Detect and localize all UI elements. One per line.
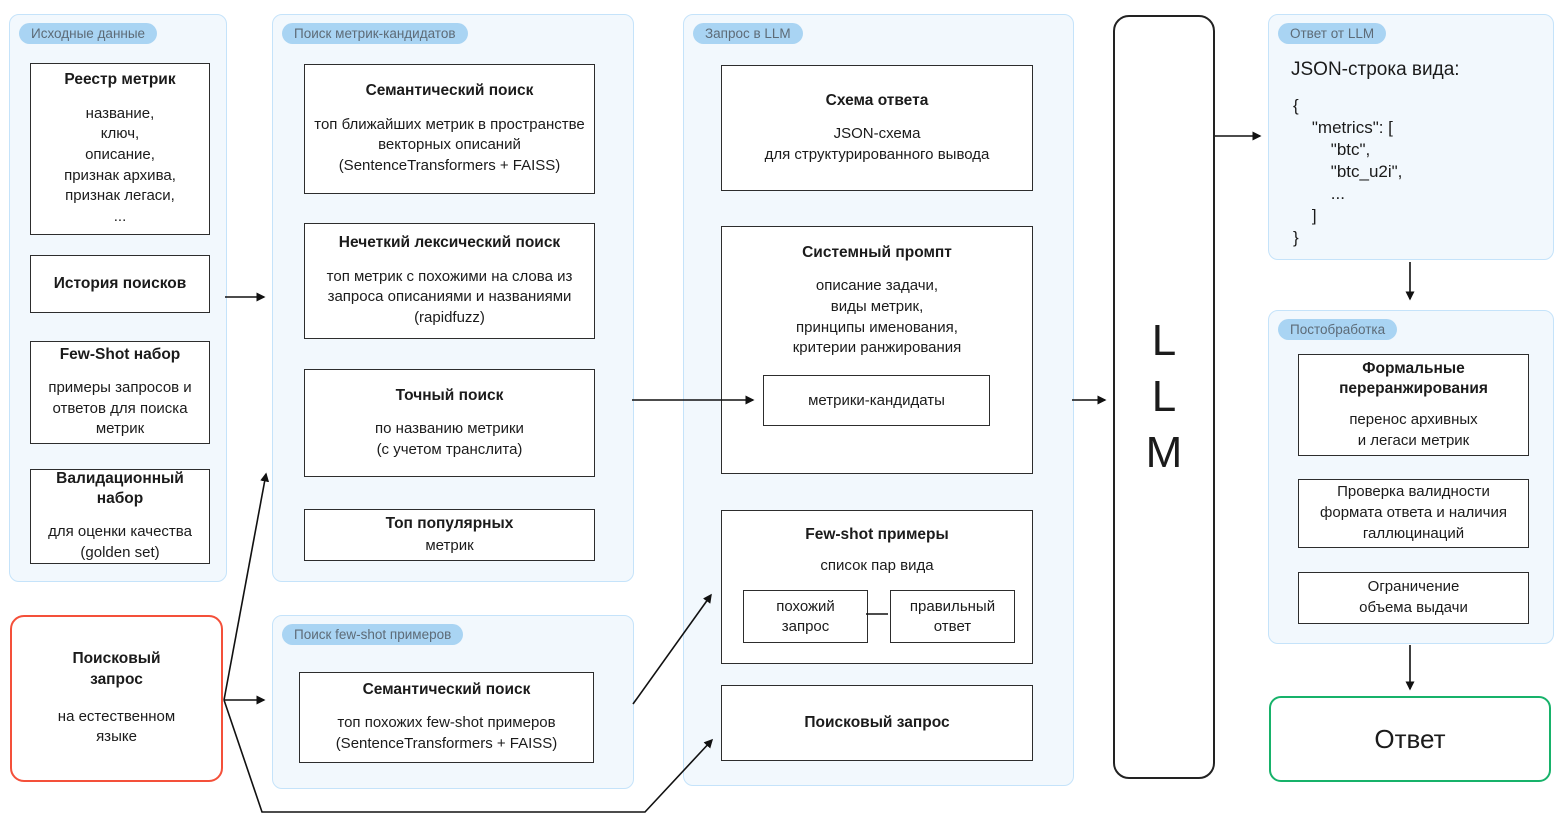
box-fewshot-examples: Few-shot примеры список пар вида похожий… <box>721 510 1033 664</box>
section-badge-postprocess: Постобработка <box>1278 319 1398 340</box>
box-body: на естественном языке <box>57 707 176 746</box>
box-title: Топ популярных <box>385 514 514 532</box>
box-validation-set: Валидационный набор для оценки качества … <box>30 469 210 564</box>
box-title: Формальные переранжирования <box>1339 359 1488 397</box>
box-search-history: История поисков <box>30 255 210 313</box>
box-output-limit: Ограничение объема выдачи <box>1298 572 1529 624</box>
box-body: JSON-схема для структурированного вывода <box>764 124 990 163</box>
section-candidate-search: Поиск метрик-кандидатов Семантический по… <box>272 14 634 582</box>
box-system-prompt: Системный промпт описание задачи, виды м… <box>721 226 1033 474</box>
box-body: по названию метрики (с учетом транслита) <box>375 419 524 458</box>
box-top-popular-metrics: Топ популярных метрик <box>304 509 595 561</box>
json-example: { "metrics": [ "btc", "btc_u2i", ... ] } <box>1293 95 1402 249</box>
section-badge-source-data: Исходные данные <box>19 23 158 44</box>
section-badge-llm-request: Запрос в LLM <box>693 23 803 44</box>
box-title: Реестр метрик <box>64 71 176 89</box>
section-source-data: Исходные данные Реестр метрик название, … <box>9 14 227 582</box>
box-body: Проверка валидности формата ответа и нал… <box>1320 483 1507 542</box>
json-heading: JSON-строка вида: <box>1291 59 1460 80</box>
section-llm-response: Ответ от LLM JSON-строка вида: { "metric… <box>1268 14 1554 260</box>
box-title: Валидационный набор <box>56 470 184 508</box>
section-fewshot-search: Поиск few-shot примеров Семантический по… <box>272 615 634 789</box>
box-request-search-query: Поисковый запрос <box>721 685 1033 761</box>
json-line: "btc", <box>1293 140 1371 159</box>
json-line: ] <box>1293 206 1317 225</box>
box-search-query-input: Поисковый запрос на естественном языке <box>10 615 223 782</box>
box-title: История поисков <box>53 274 187 292</box>
box-correct-answer: правильный ответ <box>890 590 1015 643</box>
box-llm: L L M <box>1113 15 1215 779</box>
section-llm-request: Запрос в LLM Схема ответа JSON-схема для… <box>683 14 1074 786</box>
box-body: топ метрик с похожими на слова из запрос… <box>326 267 573 326</box>
box-body: описание задачи, виды метрик, принципы и… <box>792 277 962 357</box>
section-postprocess: Постобработка Формальные переранжировани… <box>1268 310 1554 644</box>
box-title: Нечеткий лексический поиск <box>338 234 561 252</box>
box-exact-search: Точный поиск по названию метрики (с учет… <box>304 369 595 477</box>
box-fuzzy-lexical-search: Нечеткий лексический поиск топ метрик с … <box>304 223 595 339</box>
box-similar-query: похожий запрос <box>743 590 868 643</box>
box-body: для оценки качества (golden set) <box>48 523 192 562</box>
box-body: метрик <box>425 536 474 554</box>
box-metric-registry: Реестр метрик название, ключ, описание, … <box>30 63 210 235</box>
box-fewshot-set: Few-Shot набор примеры запросов и ответо… <box>30 341 210 444</box>
box-title: Few-Shot набор <box>59 345 181 363</box>
box-candidate-metrics: метрики-кандидаты <box>763 375 990 426</box>
llm-label: L L M <box>1145 315 1183 478</box>
box-title: Поисковый запрос <box>804 713 950 731</box>
box-title: Семантический поиск <box>362 681 531 699</box>
section-badge-candidate-search: Поиск метрик-кандидатов <box>282 23 468 44</box>
box-title: Семантический поиск <box>365 82 534 100</box>
box-body: перенос архивных и легаси метрик <box>1349 410 1478 449</box>
box-body: Ограничение объема выдачи <box>1359 578 1468 616</box>
section-badge-fewshot-search: Поиск few-shot примеров <box>282 624 464 645</box>
box-fewshot-semantic-search: Семантический поиск топ похожих few-shot… <box>299 672 594 763</box>
box-response-schema: Схема ответа JSON-схема для структуриров… <box>721 65 1033 191</box>
box-body: примеры запросов и ответов для поиска ме… <box>48 379 192 438</box>
json-line: } <box>1293 228 1299 247</box>
json-line: "btc_u2i", <box>1293 162 1403 181</box>
box-validity-check: Проверка валидности формата ответа и нал… <box>1298 479 1529 548</box>
box-body: название, ключ, описание, признак архива… <box>64 104 176 225</box>
section-badge-llm-response: Ответ от LLM <box>1278 23 1387 44</box>
box-body: список пар вида <box>820 557 934 575</box>
answer-label: Ответ <box>1374 723 1446 754</box>
box-formal-rerank: Формальные переранжирования перенос архи… <box>1298 354 1529 456</box>
box-title: Системный промпт <box>802 244 952 261</box>
box-title: Точный поиск <box>395 386 504 404</box>
json-line: "metrics": [ <box>1293 118 1393 137</box>
box-title: Few-shot примеры <box>805 526 949 543</box>
box-title: Схема ответа <box>825 91 929 109</box>
json-line: ... <box>1293 184 1345 203</box>
json-line: { <box>1293 96 1299 115</box>
box-semantic-search: Семантический поиск топ ближайших метрик… <box>304 64 595 194</box>
box-body: топ похожих few-shot примеров (SentenceT… <box>335 714 558 753</box>
arrow-query-to-candidates <box>223 472 270 701</box>
box-body: топ ближайших метрик в пространстве вект… <box>314 115 585 174</box>
box-final-answer: Ответ <box>1269 696 1551 782</box>
box-title: Поисковый запрос <box>72 649 161 688</box>
